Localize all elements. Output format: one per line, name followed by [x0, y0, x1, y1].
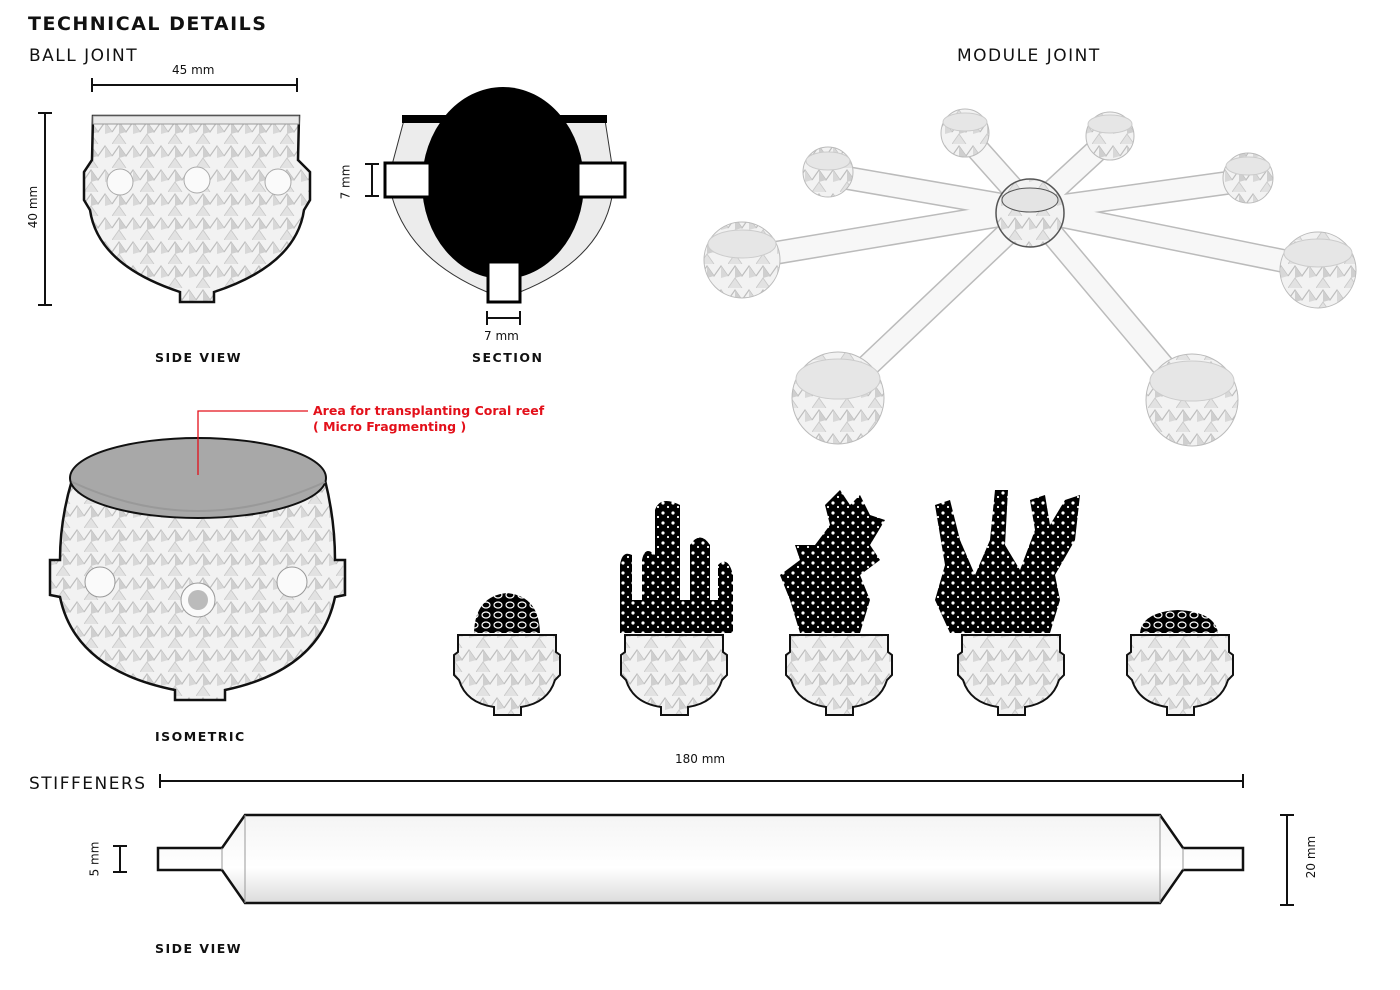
pot-tube-coral: [620, 501, 733, 633]
side-view-caption: SIDE VIEW: [155, 350, 243, 365]
page-title: TECHNICAL DETAILS: [28, 13, 268, 35]
width-dimension-label: 45 mm: [172, 63, 215, 77]
annotation-line-2: ( Micro Fragmenting ): [313, 419, 467, 434]
stiffeners-heading: STIFFENERS: [29, 774, 147, 794]
module-joint-drawing: [703, 108, 1357, 447]
ball-joint-side-view: [38, 78, 312, 306]
stiffener-length-label: 180 mm: [675, 752, 726, 766]
annotation-leader-line: [197, 410, 308, 475]
annotation-line-1: Area for transplanting Coral reef: [313, 403, 545, 418]
section-hole-horizontal-label: 7 mm: [484, 329, 519, 343]
hole-dimension-horizontal: [486, 311, 521, 325]
ball-joint-heading: BALL JOINT: [29, 46, 139, 66]
length-dimension-line: [159, 774, 1244, 788]
body-diameter-dimension-line: [1280, 814, 1294, 906]
hole-dimension-vertical: [365, 163, 379, 197]
width-dimension-line: [91, 78, 298, 92]
stiffener-side-view-caption: SIDE VIEW: [155, 941, 243, 956]
pot-branching-coral: [780, 490, 885, 633]
module-joint-heading: MODULE JOINT: [957, 46, 1101, 66]
height-dimension-line: [38, 112, 52, 306]
height-dimension-label: 40 mm: [26, 185, 41, 229]
stiffener-body-diameter-label: 20 mm: [1304, 835, 1319, 879]
pot-brain-coral-round: [474, 593, 540, 633]
ball-joint-isometric: [48, 410, 347, 702]
stiffener-side-view: [113, 774, 1294, 906]
ball-joint-section: [365, 87, 627, 325]
pot-staghorn-coral: [935, 490, 1080, 633]
pot-brain-coral-flat: [1140, 610, 1218, 633]
isometric-caption: ISOMETRIC: [155, 729, 246, 744]
coral-examples: [453, 490, 1234, 716]
section-caption: SECTION: [472, 350, 544, 365]
section-hole-vertical-label: 7 mm: [338, 164, 353, 200]
end-diameter-dimension-line: [113, 845, 127, 873]
stiffener-end-diameter-label: 5 mm: [87, 841, 102, 877]
